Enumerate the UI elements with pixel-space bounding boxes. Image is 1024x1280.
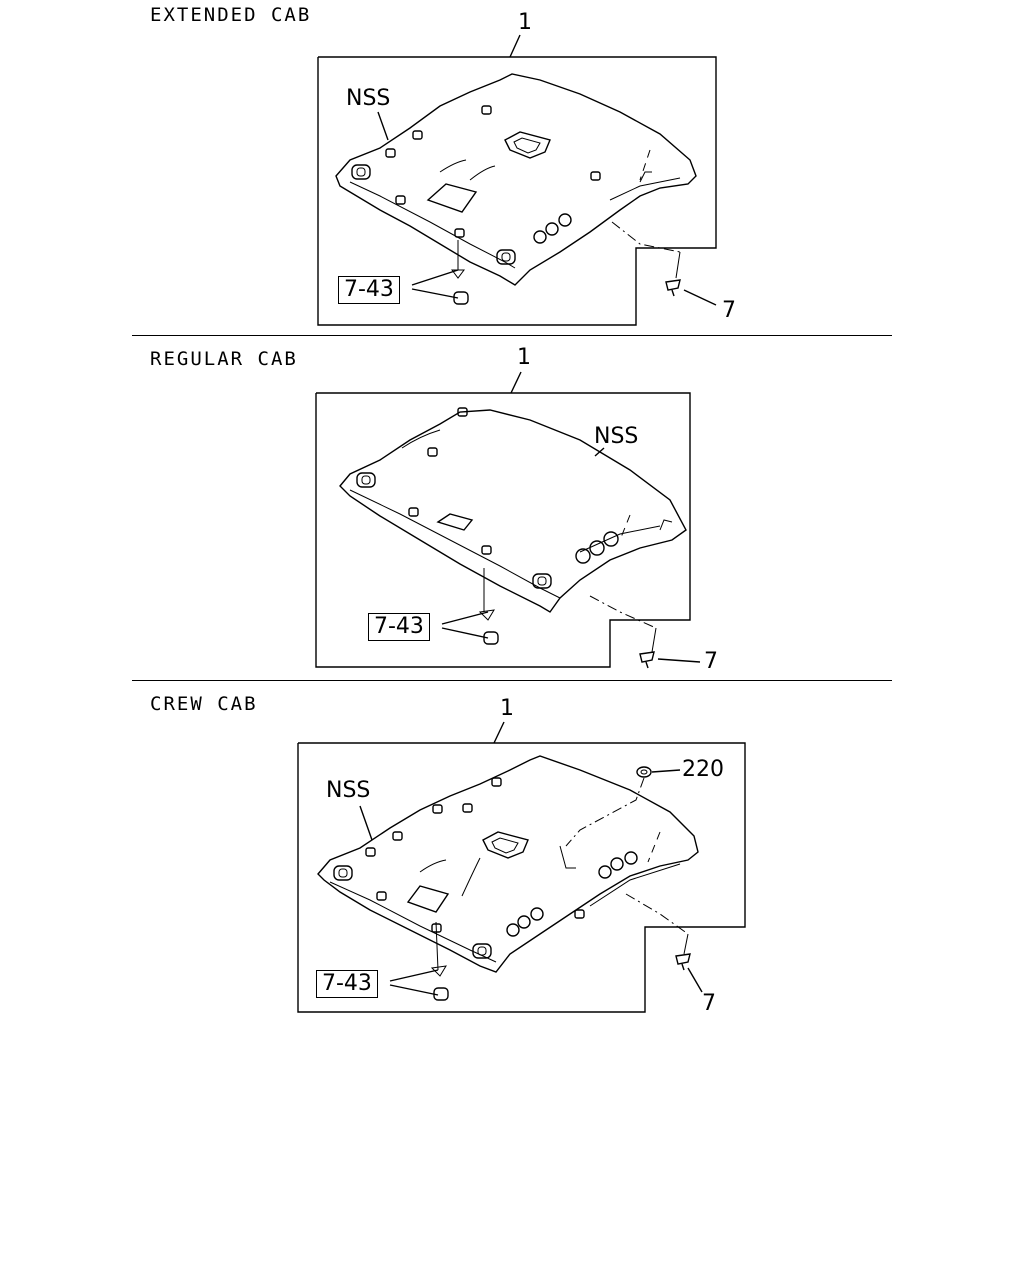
regular-cab-frame <box>315 392 691 668</box>
clip-icon <box>430 965 449 1001</box>
extended-cab-frame <box>317 56 717 326</box>
clip-220-icon <box>636 766 652 778</box>
reference-box[interactable]: 7-43 <box>338 276 400 304</box>
clip-220-callout[interactable]: 220 <box>682 757 724 782</box>
clip-icon <box>451 269 469 305</box>
crew-cab-frame <box>297 742 746 1013</box>
part-number-callout[interactable]: 1 <box>500 696 514 721</box>
nss-label: NSS <box>594 424 639 449</box>
fastener-callout[interactable]: 7 <box>704 649 718 674</box>
regular-cab-headliner-icon <box>339 407 687 613</box>
extended-cab-headliner-icon <box>335 73 697 286</box>
section-divider-1 <box>132 335 892 336</box>
screw-icon <box>675 953 691 971</box>
nss-label: NSS <box>326 778 371 803</box>
crew-cab-headliner-icon <box>317 755 699 973</box>
part-number-callout[interactable]: 1 <box>518 10 532 35</box>
fastener-callout[interactable]: 7 <box>722 298 736 323</box>
screw-icon <box>639 651 655 669</box>
section-title: EXTENDED CAB <box>150 4 312 26</box>
section-title: CREW CAB <box>150 693 258 715</box>
nss-label: NSS <box>346 86 391 111</box>
part-number-callout[interactable]: 1 <box>517 345 531 370</box>
screw-icon <box>665 279 681 297</box>
reference-box[interactable]: 7-43 <box>368 613 430 641</box>
fastener-callout[interactable]: 7 <box>702 991 716 1016</box>
section-title: REGULAR CAB <box>150 348 298 370</box>
section-divider-2 <box>132 680 892 681</box>
reference-box[interactable]: 7-43 <box>316 970 378 998</box>
clip-icon <box>478 609 499 645</box>
